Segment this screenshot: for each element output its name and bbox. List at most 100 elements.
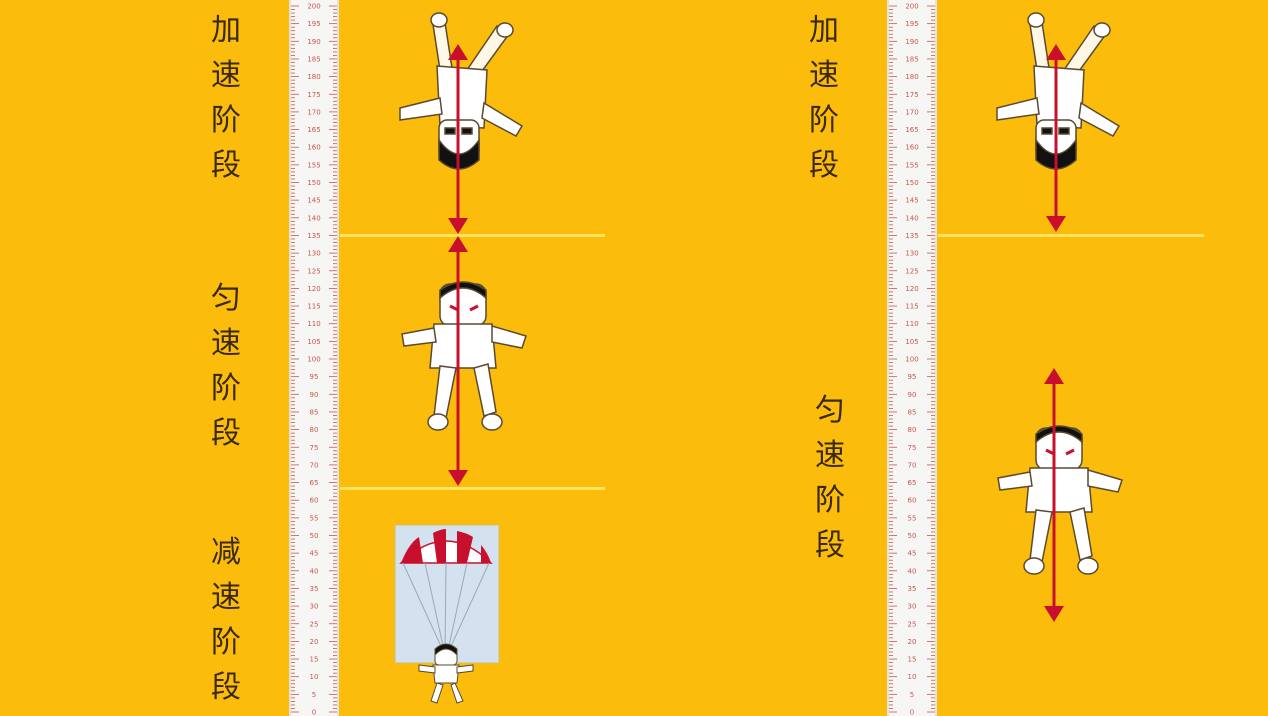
ruler-label: 185 [905,55,918,63]
ruler-label: 15 [310,656,319,664]
ruler-label: 95 [908,373,917,381]
ruler-label: 180 [905,73,918,81]
displacement-arrow-accelerate [448,44,468,234]
ruler-label: 120 [905,285,918,293]
ruler-label: 75 [310,444,319,452]
ruler-label: 115 [307,303,320,311]
ruler-label: 140 [307,214,320,222]
ruler-label: 70 [908,461,917,469]
ruler-label: 65 [310,479,319,487]
ruler-label: 120 [307,285,320,293]
ruler-label: 40 [908,567,917,575]
ruler-label: 20 [310,638,319,646]
ruler-label: 160 [307,144,320,152]
stage-label-accelerate: 加速阶段 [211,13,241,183]
ruler-label: 160 [905,144,918,152]
stage-label-uniform: 匀速阶段 [211,281,241,451]
ruler-label: 65 [908,479,917,487]
ruler-label: 90 [310,391,319,399]
ruler-label: 60 [908,497,917,505]
stage-divider-1 [340,234,605,237]
ruler-label: 35 [310,585,319,593]
displacement-arrow-uniform [1044,368,1064,622]
ruler-label: 0 [910,709,914,716]
ruler-label: 45 [908,550,917,558]
stage-label-decelerate: 减速阶段 [211,535,241,705]
ruler-label: 150 [307,179,320,187]
ruler-label: 15 [908,656,917,664]
ruler-label: 190 [307,38,320,46]
ruler-label: 95 [310,373,319,381]
ruler-label: 195 [905,20,918,28]
displacement-arrow-uniform [448,236,468,486]
ruler-label: 105 [905,338,918,346]
ruler-label: 135 [905,232,918,240]
parachute-icon [399,529,493,704]
ruler-label: 125 [905,267,918,275]
stage-divider-1 [938,234,1204,237]
ruler-label: 165 [307,126,320,134]
ruler-label: 110 [905,320,918,328]
ruler-label: 40 [310,567,319,575]
skydiver-upside-down-icon [399,12,524,170]
ruler-label: 130 [307,250,320,258]
ruler-label: 80 [310,426,319,434]
ruler-label: 150 [905,179,918,187]
ruler-label: 35 [908,585,917,593]
ruler-label: 105 [307,338,320,346]
ruler-label: 80 [908,426,917,434]
ruler-label: 130 [905,250,918,258]
ruler-label: 155 [307,161,320,169]
ruler-label: 140 [905,214,918,222]
ruler-label: 200 [307,3,320,11]
ruler-label: 5 [312,691,316,699]
ruler-label: 20 [908,638,917,646]
displacement-arrow-accelerate [1046,44,1066,232]
ruler-label: 190 [905,38,918,46]
ruler-label: 115 [905,303,918,311]
ruler-label: 195 [307,20,320,28]
ruler-label: 30 [908,603,917,611]
ruler-label: 0 [312,709,316,716]
skydiver-upside-down-icon [996,12,1121,170]
ruler-label: 30 [310,603,319,611]
ruler-label: 170 [307,108,320,116]
ruler-label: 10 [908,673,917,681]
stage-label-uniform: 匀速阶段 [815,393,845,563]
stage-label-accelerate: 加速阶段 [809,13,839,183]
ruler-label: 100 [307,356,320,364]
ruler-label: 55 [908,514,917,522]
ruler-label: 200 [905,3,918,11]
ruler-label: 145 [307,197,320,205]
ruler-label: 90 [908,391,917,399]
ruler-label: 110 [307,320,320,328]
ruler-label: 55 [310,514,319,522]
ruler-label: 25 [310,620,319,628]
stage-divider-2 [340,487,605,490]
ruler-scale: 2001951901851801751701651601551501451401… [889,3,935,716]
skydiver-spread-icon [997,425,1123,575]
ruler-label: 70 [310,461,319,469]
ruler-label: 175 [905,91,918,99]
ruler-scale: 2001951901851801751701651601551501451401… [291,3,337,716]
ruler-label: 75 [908,444,917,452]
ruler-label: 25 [908,620,917,628]
skydiver-spread-icon [401,281,527,431]
ruler-label: 100 [905,356,918,364]
ruler-label: 145 [905,197,918,205]
ruler-label: 5 [910,691,914,699]
ruler-label: 85 [310,408,319,416]
ruler-label: 50 [908,532,917,540]
ruler-label: 60 [310,497,319,505]
ruler-label: 125 [307,267,320,275]
ruler-label: 170 [905,108,918,116]
ruler-label: 10 [310,673,319,681]
ruler-label: 155 [905,161,918,169]
ruler-label: 50 [310,532,319,540]
ruler-label: 175 [307,91,320,99]
ruler-label: 45 [310,550,319,558]
